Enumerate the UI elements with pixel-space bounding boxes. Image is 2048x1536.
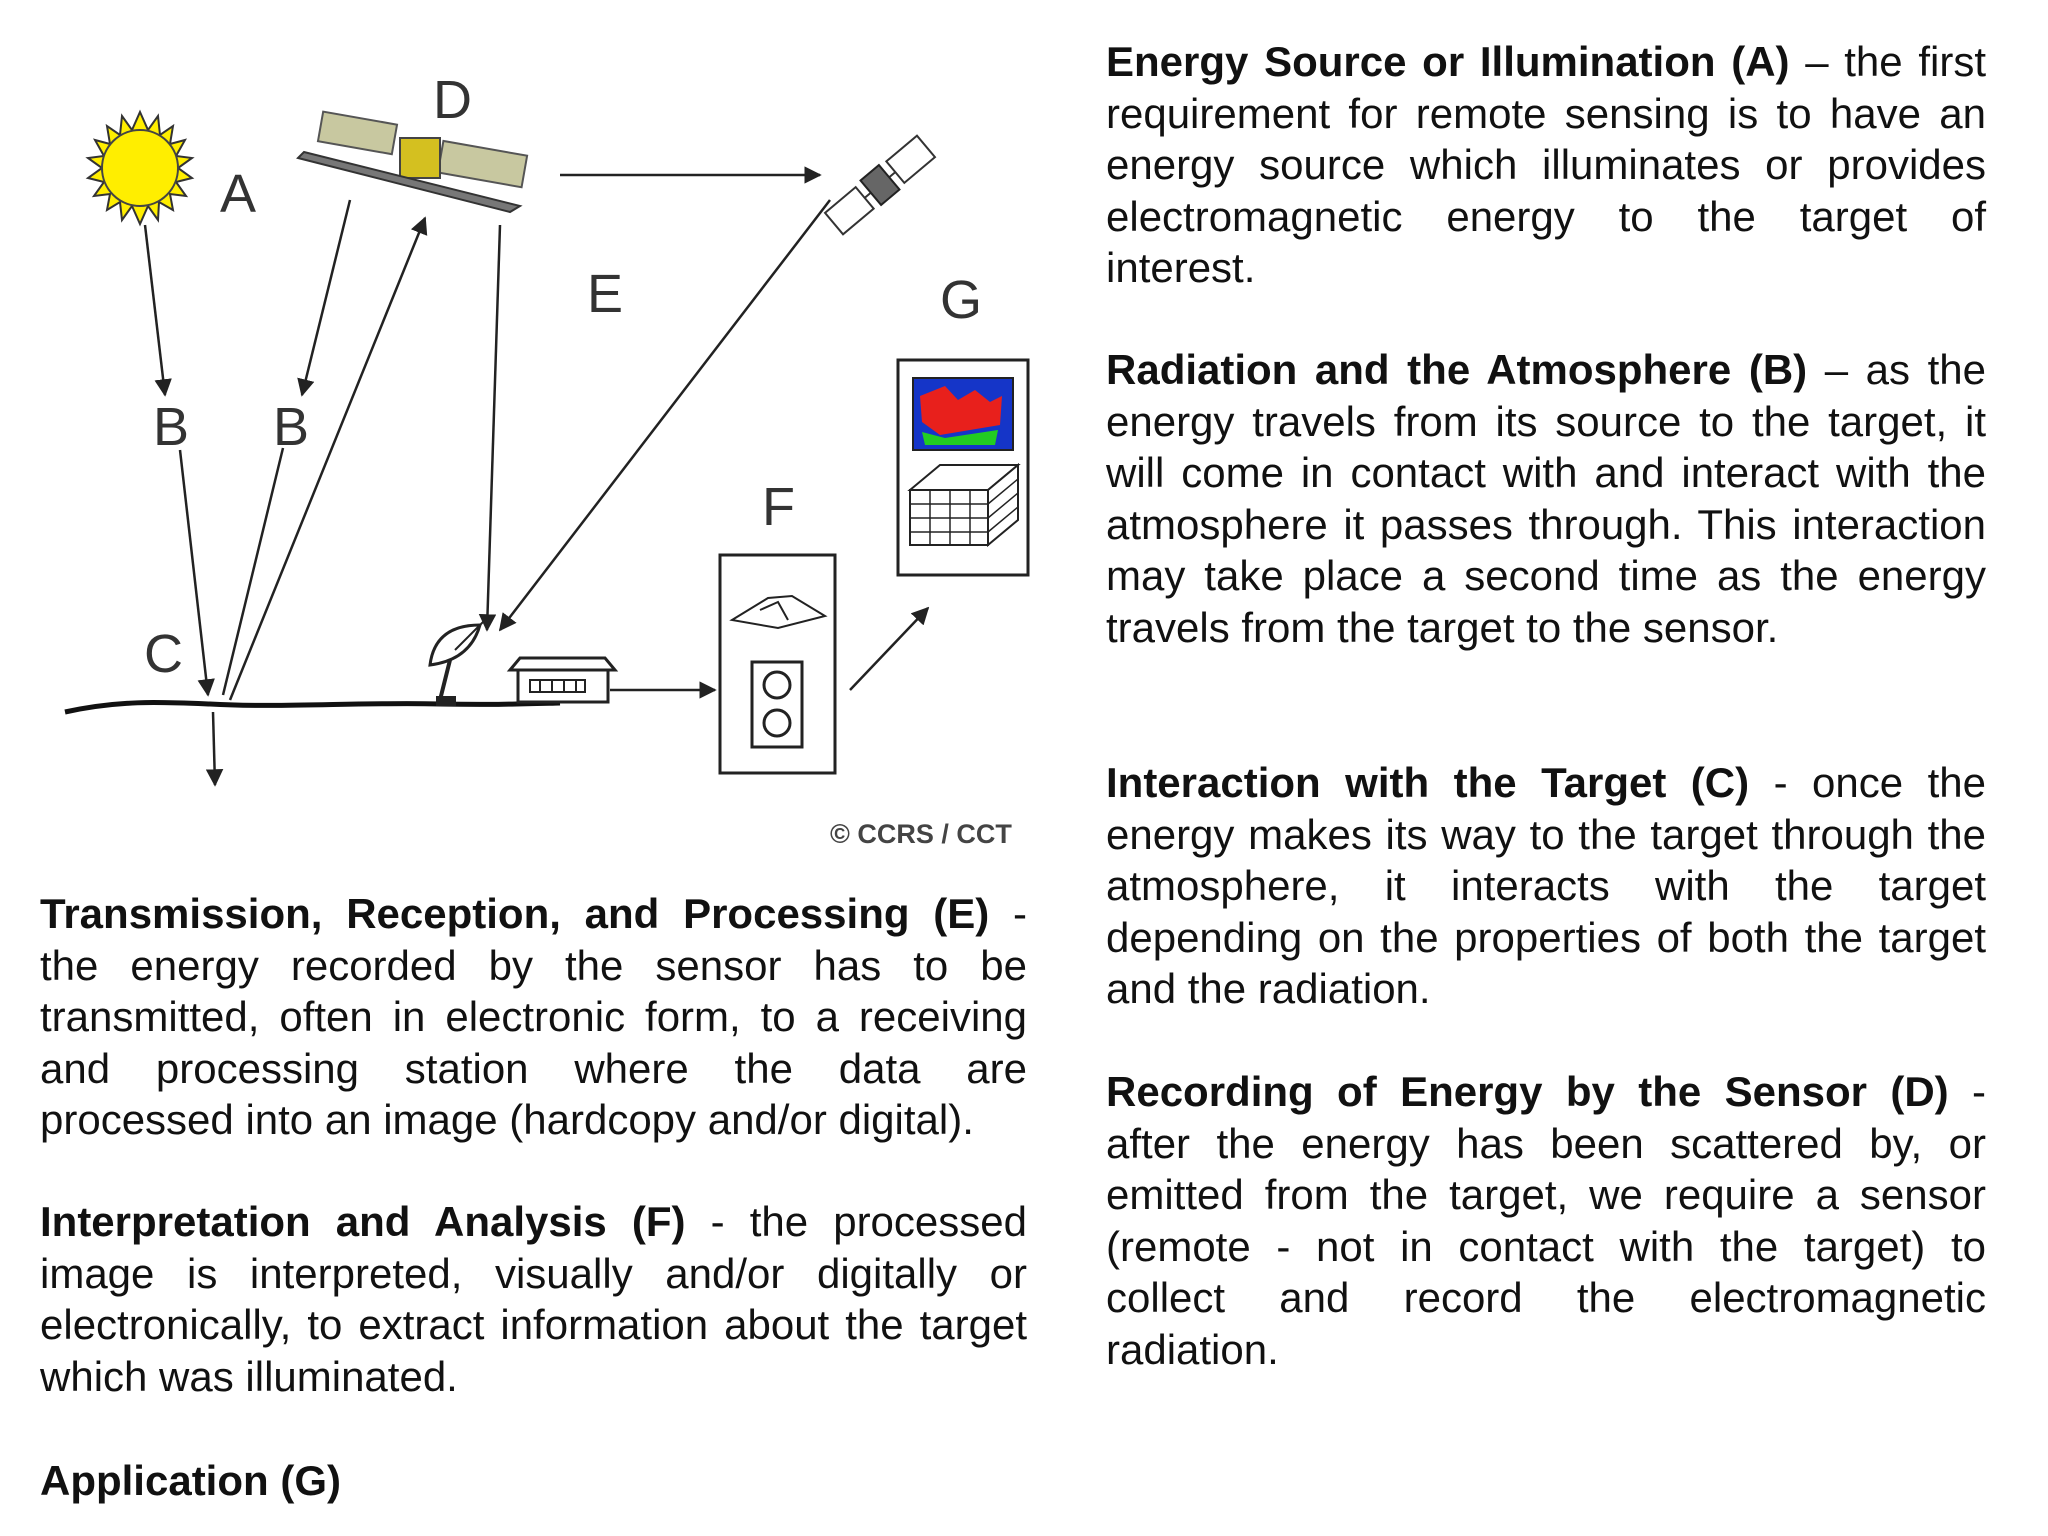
relay-satellite-icon [823, 134, 937, 236]
remote-sensing-diagram: A B B C D E F G © CCRS / CCT [64, 70, 1030, 849]
analysis-box [718, 553, 837, 775]
section-a-title: Energy Source or Illumination (A) [1106, 38, 1790, 85]
section-d-body: - after the energy has been scattered by… [1106, 1068, 1986, 1373]
section-c-body: - once the energy makes its way to the t… [1106, 759, 1986, 1012]
section-b-title: Radiation and the Atmosphere (B) [1106, 346, 1808, 393]
section-e-body: - the energy recorded by the sensor has … [40, 890, 1028, 1143]
label-b2: B [273, 397, 309, 457]
section-b-body: – as the energy travels from its source … [1106, 346, 1986, 651]
arrow-relay-to-dish [498, 199, 831, 632]
label-b1: B [153, 397, 189, 457]
label-e: E [587, 264, 623, 324]
section-transmission: Transmission, Reception, and Processing … [40, 888, 1027, 1146]
arrow-f-to-g [849, 606, 930, 691]
section-energy-source: Energy Source or Illumination (A) – the … [1106, 36, 1986, 294]
arrow-sat-to-b2 [297, 199, 352, 397]
copyright-notice: © CCRS / CCT [830, 819, 1012, 849]
arrow-b2-to-c [221, 447, 285, 696]
arrow-sun-to-b1 [143, 224, 172, 397]
arrow-c-down [205, 711, 224, 787]
section-g-title: Application (G) [40, 1457, 341, 1504]
application-box [896, 358, 1030, 577]
arrow-c-to-sat [228, 216, 428, 701]
satellite-icon [296, 110, 529, 214]
section-application: Application (G) [40, 1455, 1027, 1507]
section-interpretation: Interpretation and Analysis (F) - the pr… [40, 1196, 1027, 1402]
ground-line [64, 699, 561, 715]
section-f-title: Interpretation and Analysis (F) [40, 1198, 686, 1245]
ground-station-icon [506, 656, 619, 704]
label-g: G [940, 270, 982, 330]
label-a: A [220, 164, 256, 224]
sun-icon [85, 109, 195, 227]
satellite-dish-icon [428, 619, 486, 706]
section-interaction-target: Interaction with the Target (C) - once t… [1106, 757, 1986, 1015]
section-f-body: - the processed image is interpreted, vi… [40, 1198, 1027, 1400]
label-f: F [762, 477, 795, 537]
section-d-title: Recording of Energy by the Sensor (D) [1106, 1068, 1949, 1115]
arrow-sat-to-dish [478, 224, 502, 632]
label-c: C [144, 624, 183, 684]
arrow-b1-to-c [178, 449, 215, 697]
section-a-body: – the first requirement for remote sensi… [1106, 38, 1987, 291]
section-radiation-atmosphere: Radiation and the Atmosphere (B) – as th… [1106, 344, 1986, 653]
section-recording-sensor: Recording of Energy by the Sensor (D) - … [1106, 1066, 1986, 1375]
label-d: D [433, 70, 472, 130]
section-c-title: Interaction with the Target (C) [1106, 759, 1750, 806]
section-e-title: Transmission, Reception, and Processing … [40, 890, 990, 937]
